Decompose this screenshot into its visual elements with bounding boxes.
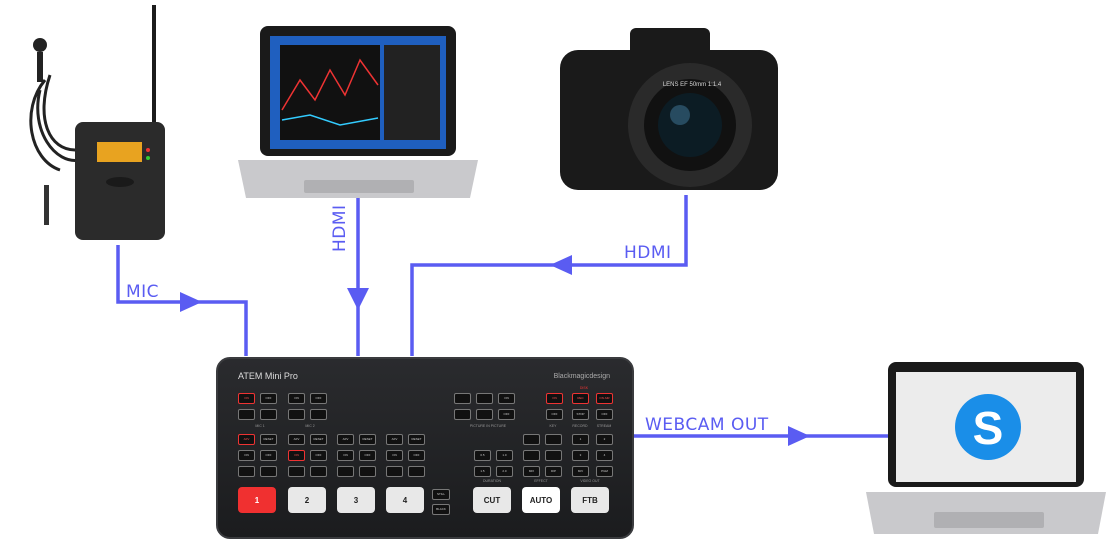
input-off-button[interactable]: OFF (359, 450, 376, 461)
level-down-button[interactable] (408, 466, 425, 477)
pip-position-button[interactable] (476, 409, 493, 420)
afv-button[interactable]: AFV (337, 434, 354, 445)
pip-on-button[interactable]: ON (498, 393, 515, 404)
pip-off-button[interactable]: OFF (498, 409, 515, 420)
stream-label: STREAM (596, 424, 612, 428)
transition-style-button[interactable] (545, 450, 562, 461)
disk-indicator: DISK (579, 386, 589, 390)
afv-button[interactable]: AFV (386, 434, 403, 445)
mic2-label: MIC 2 (305, 424, 315, 428)
duration-label: DURATION (482, 479, 502, 483)
brand-logo: Blackmagicdesign (553, 373, 610, 380)
dip-button[interactable]: DIP (545, 466, 562, 477)
level-button[interactable] (310, 409, 327, 420)
mic-transmitter-icon (29, 5, 165, 240)
stream-off-button[interactable]: OFF (596, 409, 613, 420)
auto-button[interactable]: AUTO (522, 487, 560, 513)
mic-label: MIC (126, 282, 160, 302)
mic-arrow-icon (180, 292, 202, 312)
input-off-button[interactable]: OFF (260, 450, 277, 461)
switcher-title: ATEM Mini Pro (238, 371, 298, 381)
video-out-button[interactable]: 1 (572, 434, 589, 445)
input-1-button[interactable]: 1 (238, 487, 276, 513)
level-down-button[interactable] (310, 466, 327, 477)
duration-button[interactable]: 2.0 (496, 466, 513, 477)
hdmi-camera-arrow-icon (550, 255, 572, 275)
hdmi-laptop-label: HDMI (330, 204, 350, 252)
pip-position-button[interactable] (454, 409, 471, 420)
duration-button[interactable]: 1.0 (496, 450, 513, 461)
level-up-button[interactable] (288, 466, 305, 477)
level-down-button[interactable] (260, 466, 277, 477)
mic-toggle-button[interactable]: OFF (260, 393, 277, 404)
duration-button[interactable]: 0.5 (474, 450, 491, 461)
reset-button[interactable]: RESET (260, 434, 277, 445)
level-up-button[interactable] (337, 466, 354, 477)
mic1-label: MIC 1 (255, 424, 265, 428)
black-button[interactable]: BLACK (432, 504, 450, 515)
video-out-button[interactable]: PGM (596, 466, 613, 477)
ftb-button[interactable]: FTB (571, 487, 609, 513)
transition-style-button[interactable] (523, 434, 540, 445)
svg-text:S: S (973, 402, 1004, 454)
laptop-source-icon (238, 26, 478, 198)
reset-button[interactable]: RESET (359, 434, 376, 445)
record-label: RECORD (572, 424, 588, 428)
reset-button[interactable]: RESET (408, 434, 425, 445)
afv-button[interactable]: AFV (288, 434, 305, 445)
record-button[interactable]: REC (572, 393, 589, 404)
video-out-button[interactable]: 3 (572, 450, 589, 461)
webcam-out-label: WEBCAM OUT (645, 415, 769, 435)
level-down-button[interactable] (359, 466, 376, 477)
pip-position-button[interactable] (476, 393, 493, 404)
pip-position-button[interactable] (454, 393, 471, 404)
key-label: KEY (549, 424, 557, 428)
input-on-button[interactable]: ON (386, 450, 403, 461)
dslr-camera-icon: LENS EF 50mm 1:1.4 (560, 28, 778, 190)
stop-button[interactable]: STOP (572, 409, 589, 420)
input-4-button[interactable]: 4 (386, 487, 424, 513)
mic-toggle-button[interactable]: ON (238, 393, 255, 404)
hdmi-camera-label: HDMI (624, 243, 672, 263)
input-3-button[interactable]: 3 (337, 487, 375, 513)
mix-button[interactable]: MIX (523, 466, 540, 477)
transition-style-button[interactable] (545, 434, 562, 445)
still-button[interactable]: STILL (432, 489, 450, 500)
transition-style-button[interactable] (523, 450, 540, 461)
video-out-button[interactable]: 2 (596, 434, 613, 445)
on-air-button[interactable]: ON AIR (596, 393, 613, 404)
key-on-button[interactable]: ON (546, 393, 563, 404)
pip-label: PICTURE IN PICTURE (469, 424, 507, 428)
hdmi-camera-line (410, 195, 688, 356)
afv-button[interactable]: AFV (238, 434, 255, 445)
effect-label: EFFECT (534, 479, 548, 483)
reset-button[interactable]: RESET (310, 434, 327, 445)
level-button[interactable] (288, 409, 305, 420)
video-out-button[interactable]: 4 (596, 450, 613, 461)
input-off-button[interactable]: OFF (408, 450, 425, 461)
level-button[interactable] (238, 409, 255, 420)
input-on-button[interactable]: ON (238, 450, 255, 461)
input-off-button[interactable]: OFF (310, 450, 327, 461)
level-up-button[interactable] (238, 466, 255, 477)
key-off-button[interactable]: OFF (546, 409, 563, 420)
duration-button[interactable]: 1.5 (474, 466, 491, 477)
level-up-button[interactable] (386, 466, 403, 477)
mic-toggle-button[interactable]: OFF (310, 393, 327, 404)
input-on-button[interactable]: ON (337, 450, 354, 461)
webcam-arrow-icon (788, 426, 810, 446)
cut-button[interactable]: CUT (473, 487, 511, 513)
laptop-skype-icon: S (866, 362, 1106, 534)
video-out-button[interactable]: M/V (572, 466, 589, 477)
hdmi-laptop-arrow-icon (347, 288, 369, 310)
mic-toggle-button[interactable]: ON (288, 393, 305, 404)
atem-mini-pro-switcher: ATEM Mini Pro Blackmagicdesign ON OFF ON OF… (216, 357, 634, 539)
lens-text: LENS EF 50mm 1:1.4 (663, 82, 722, 88)
video-out-label: VIDEO OUT (580, 479, 600, 483)
input-on-button[interactable]: ON (288, 450, 305, 461)
input-2-button[interactable]: 2 (288, 487, 326, 513)
level-button[interactable] (260, 409, 277, 420)
